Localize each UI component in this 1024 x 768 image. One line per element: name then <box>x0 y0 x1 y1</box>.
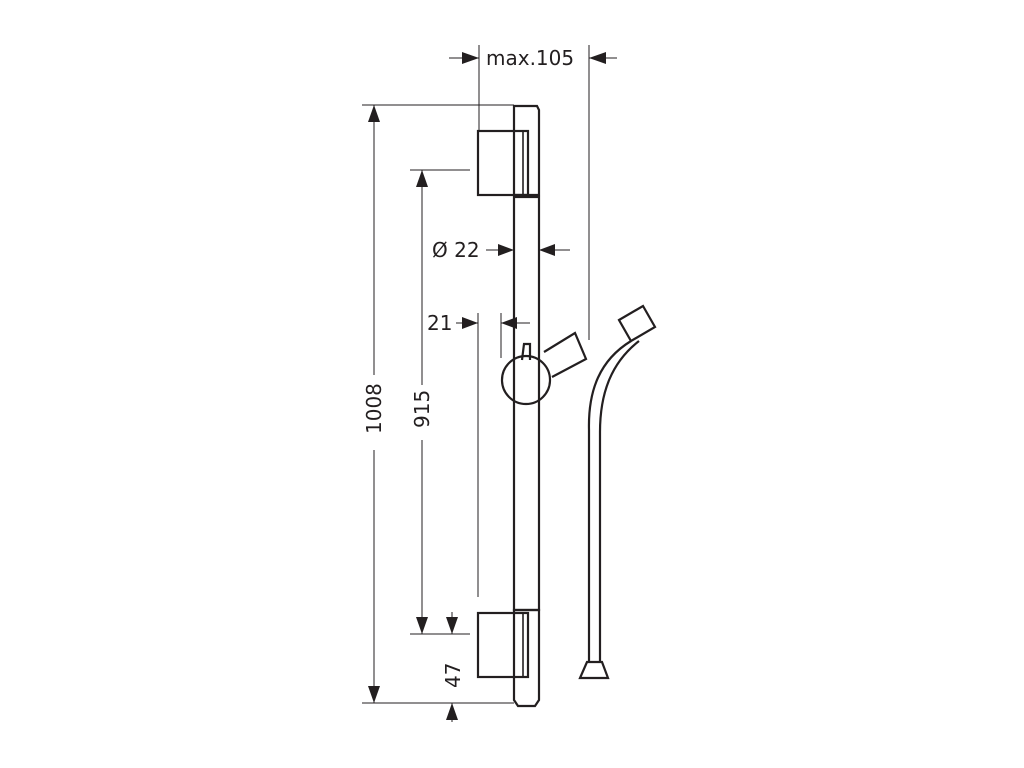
max-projection-label: max.105 <box>486 46 574 70</box>
bottom-wall-bracket <box>476 611 530 679</box>
dimension-bottom-offset <box>446 612 458 722</box>
shower-hose <box>578 304 657 680</box>
wall-rail <box>512 104 541 708</box>
slider-knob <box>500 331 588 406</box>
top-wall-bracket <box>476 129 530 197</box>
dimension-max-projection <box>449 45 617 340</box>
dimension-bracket-spacing <box>410 169 470 635</box>
total-height-label: 1008 <box>362 383 386 434</box>
dimension-bracket-offset <box>456 313 530 597</box>
dimension-total-height <box>362 104 514 704</box>
bracket-offset-label: 21 <box>427 311 452 335</box>
bracket-spacing-label: 915 <box>410 390 434 428</box>
rail-diameter-label: Ø 22 <box>432 238 480 262</box>
dimension-rail-diameter <box>486 244 570 256</box>
bottom-offset-label: 47 <box>441 663 465 688</box>
